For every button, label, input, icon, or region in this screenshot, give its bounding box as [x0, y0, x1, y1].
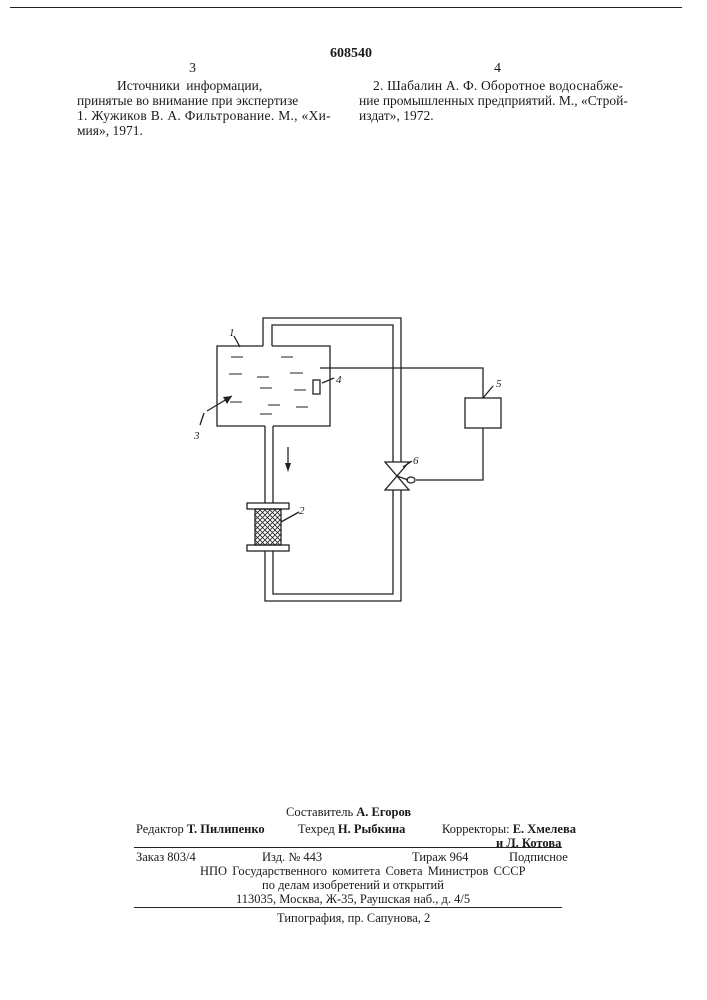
circulation: Тираж 964	[412, 850, 468, 865]
compiler-prefix: Составитель	[286, 805, 353, 819]
liquid-dashes	[229, 357, 308, 414]
colophon-rule-1	[134, 847, 562, 848]
compiler-name: А. Егоров	[356, 805, 411, 819]
corrector-1: Е. Хмелева	[513, 822, 576, 836]
editor-name: Т. Пилипенко	[187, 822, 265, 836]
editor-prefix: Редактор	[136, 822, 184, 836]
order-number: Заказ 803/4	[136, 850, 196, 865]
edition-number: Изд. № 443	[262, 850, 322, 865]
outlet-pipe	[265, 426, 273, 503]
level-sensor	[313, 380, 320, 394]
label-2-leader	[281, 512, 299, 522]
controller-output-line	[416, 428, 483, 480]
address: 113035, Москва, Ж-35, Раушская наб., д. …	[236, 892, 470, 907]
correctors-line: Корректоры: Е. Хмелева	[442, 822, 576, 837]
printer: Типография, пр. Сапунова, 2	[277, 911, 430, 926]
compiler-line: Составитель А. Егоров	[286, 805, 411, 820]
label-4: 4	[336, 374, 342, 386]
colophon-rule-2	[134, 907, 562, 908]
subscription: Подписное	[509, 850, 568, 865]
flow-arrow-down-head	[285, 463, 291, 472]
valve-actuator	[407, 477, 415, 483]
org-line-1: НПО Государственного комитета Совета Мин…	[200, 864, 526, 879]
label-6: 6	[413, 455, 419, 467]
label-2: 2	[299, 505, 305, 517]
label-3: 3	[193, 430, 200, 442]
editor-line: Редактор Т. Пилипенко	[136, 822, 265, 837]
label-3-leader	[200, 413, 204, 425]
techred-name: Н. Рыбкина	[338, 822, 405, 836]
corrector-2: и Л. Котова	[496, 836, 561, 851]
filter-bottom-flange	[247, 545, 289, 551]
org-line-2: по делам изобретений и открытий	[262, 878, 444, 893]
label-1: 1	[229, 327, 235, 339]
filter-body	[255, 509, 281, 545]
return-pipe-inner	[273, 490, 393, 594]
techred-line: Техред Н. Рыбкина	[298, 822, 405, 837]
correctors-prefix: Корректоры:	[442, 822, 510, 836]
label-4-leader	[322, 378, 334, 383]
label-5-leader	[483, 386, 493, 398]
techred-prefix: Техред	[298, 822, 335, 836]
controller-box	[465, 398, 501, 428]
top-pipe-outer	[263, 318, 401, 462]
label-5: 5	[496, 378, 502, 390]
filter-top-flange	[247, 503, 289, 509]
